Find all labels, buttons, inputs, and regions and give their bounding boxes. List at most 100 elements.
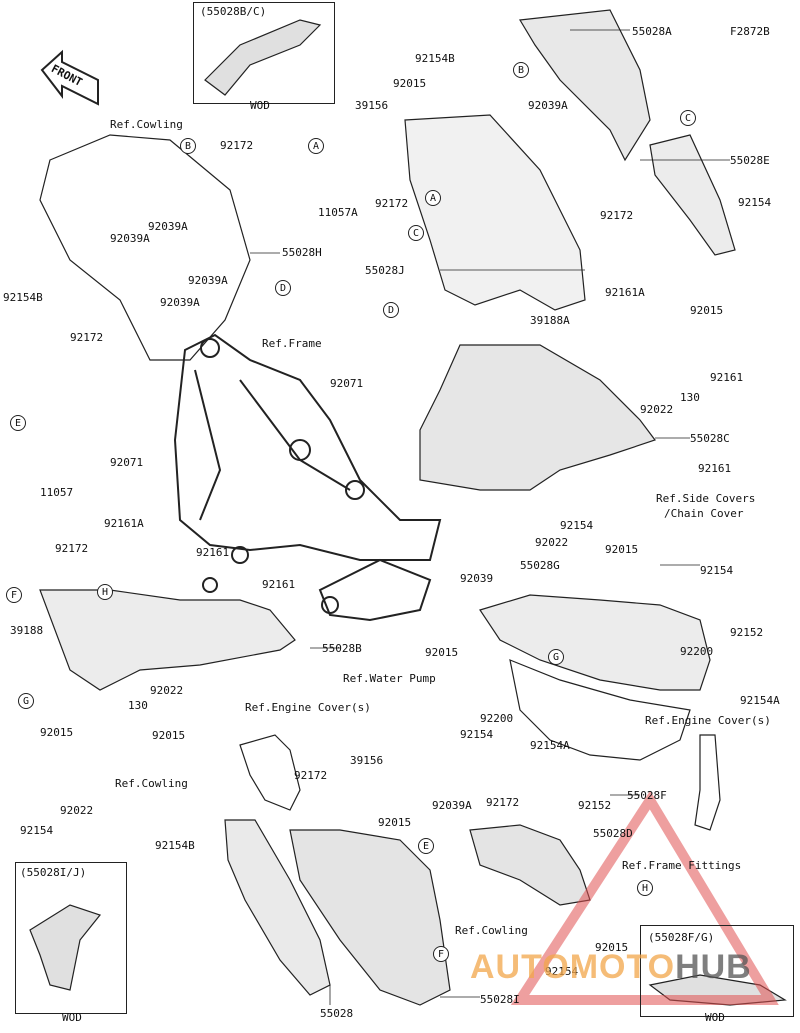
cowl-55028b-shape bbox=[39, 589, 296, 691]
part-label: 55028F bbox=[627, 789, 667, 802]
part-label: 92039A bbox=[188, 274, 228, 287]
part-label: 92039 bbox=[460, 572, 494, 585]
part-label: 92015 bbox=[378, 816, 412, 829]
callout-c-center: C bbox=[408, 225, 424, 241]
part-label: Ref.Side Covers bbox=[656, 492, 756, 505]
part-label: 92172 bbox=[55, 542, 89, 555]
inset-55028fg-title: (55028F/G) bbox=[648, 931, 715, 944]
inset-55028ij-caption: WOD bbox=[62, 1011, 82, 1024]
part-label: 92200 bbox=[480, 712, 514, 725]
callout-h-left: H bbox=[97, 584, 113, 600]
callout-d-left: D bbox=[275, 280, 291, 296]
part-label: 92154 bbox=[545, 965, 579, 978]
part-label: 55028B bbox=[322, 642, 362, 655]
part-label: 92015 bbox=[425, 646, 459, 659]
part-label: /Chain Cover bbox=[664, 507, 744, 520]
cowl-55028c-shape bbox=[419, 344, 656, 491]
cowl-55028-shape bbox=[224, 819, 331, 996]
part-label: 92172 bbox=[220, 139, 254, 152]
watermark-text: AUTOMOTOHUB bbox=[470, 948, 752, 986]
part-label: 92172 bbox=[375, 197, 409, 210]
inset-55028bc-shape bbox=[204, 19, 322, 96]
callout-b-top: B bbox=[513, 62, 529, 78]
part-label: Ref.Frame bbox=[262, 337, 322, 350]
cowl-55028a-shape bbox=[519, 9, 651, 162]
part-label: 92172 bbox=[600, 209, 634, 222]
part-label: 92015 bbox=[152, 729, 186, 742]
part-label: 92022 bbox=[535, 536, 569, 549]
part-label: 39156 bbox=[350, 754, 384, 767]
part-label: 92154A bbox=[740, 694, 780, 707]
part-label: 92039A bbox=[148, 220, 188, 233]
cowl-55028g-shape bbox=[479, 594, 711, 691]
part-label: 92022 bbox=[640, 403, 674, 416]
part-label: 55028 bbox=[320, 1007, 354, 1020]
part-label: 55028I bbox=[480, 993, 520, 1006]
part-label: 92152 bbox=[730, 626, 764, 639]
callout-f-left: F bbox=[6, 587, 22, 603]
panel-55028e-shape bbox=[649, 134, 736, 256]
inset-55028ij-title: (55028I/J) bbox=[20, 866, 87, 879]
part-label: 92172 bbox=[486, 796, 520, 809]
callout-d-center: D bbox=[383, 302, 399, 318]
part-label: 11057A bbox=[318, 206, 358, 219]
part-label: 92039A bbox=[528, 99, 568, 112]
callout-g-right: G bbox=[548, 649, 564, 665]
part-label: 55028G bbox=[520, 559, 560, 572]
part-label: 39188 bbox=[10, 624, 44, 637]
bracket-ref-cowling-shape bbox=[239, 734, 301, 811]
part-label: 92015 bbox=[690, 304, 724, 317]
inset-55028fg bbox=[640, 925, 794, 1017]
part-label: 92200 bbox=[680, 645, 714, 658]
callout-g-left: G bbox=[18, 693, 34, 709]
part-label: Ref.Cowling bbox=[455, 924, 528, 937]
part-label: 55028D bbox=[593, 827, 633, 840]
part-label: Ref.Water Pump bbox=[343, 672, 436, 685]
callout-a-center: A bbox=[425, 190, 441, 206]
part-label: 55028H bbox=[282, 246, 322, 259]
inset-55028ij-shape bbox=[29, 904, 102, 991]
part-label: 92154B bbox=[155, 839, 195, 852]
part-label: 130 bbox=[128, 699, 148, 712]
part-label: 92039A bbox=[110, 232, 150, 245]
part-label: Ref.Engine Cover(s) bbox=[645, 714, 771, 727]
part-label: 92161A bbox=[104, 517, 144, 530]
part-label: 11057 bbox=[40, 486, 74, 499]
part-label: 39156 bbox=[355, 99, 389, 112]
inset-55028fg-caption: WOD bbox=[705, 1011, 725, 1024]
cowl-55028h-shape bbox=[39, 134, 251, 361]
part-label: 92015 bbox=[393, 77, 427, 90]
part-label: 92154 bbox=[20, 824, 54, 837]
frame-fittings-shape bbox=[694, 734, 721, 831]
part-label: Ref.Cowling bbox=[110, 118, 183, 131]
part-label: 92154B bbox=[415, 52, 455, 65]
callout-a-left: A bbox=[308, 138, 324, 154]
callout-f-bottom: F bbox=[433, 946, 449, 962]
part-label: 92154A bbox=[530, 739, 570, 752]
figure-code: F2872B bbox=[730, 25, 770, 38]
part-label: 92071 bbox=[110, 456, 144, 469]
part-label: 92039A bbox=[160, 296, 200, 309]
part-label: 92071 bbox=[330, 377, 364, 390]
part-label: 92154B bbox=[3, 291, 43, 304]
part-label: 55028E bbox=[730, 154, 770, 167]
part-label: 92172 bbox=[70, 331, 104, 344]
part-label: Ref.Engine Cover(s) bbox=[245, 701, 371, 714]
part-label: 130 bbox=[680, 391, 700, 404]
callout-e-bottom: E bbox=[418, 838, 434, 854]
part-label: 92161 bbox=[698, 462, 732, 475]
inset-55028bc bbox=[193, 2, 335, 104]
part-label: 92015 bbox=[595, 941, 629, 954]
panel-55028j-shape bbox=[404, 114, 586, 311]
part-label: 92154 bbox=[560, 519, 594, 532]
part-label: 92161 bbox=[262, 578, 296, 591]
watermark-logo-shape bbox=[510, 790, 779, 1005]
part-label: 92022 bbox=[150, 684, 184, 697]
part-label: 92039A bbox=[432, 799, 472, 812]
part-label: 92154 bbox=[460, 728, 494, 741]
part-label: 92161A bbox=[605, 286, 645, 299]
cowl-55028i-shape bbox=[289, 829, 451, 1006]
part-label: 39188A bbox=[530, 314, 570, 327]
